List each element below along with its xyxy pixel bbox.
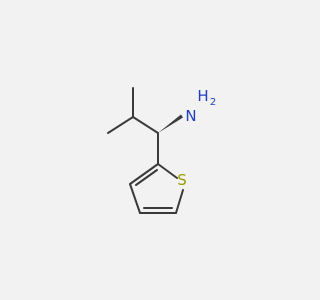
molecule-structure: N H 2 S [107, 87, 216, 214]
bond-thiophene-c3-c2-inner [135, 169, 158, 186]
atom-nitrogen-label: N [185, 107, 196, 125]
bond-thiophene-s-c5 [175, 189, 184, 214]
atom-amine-hydrogen-count: 2 [210, 97, 216, 108]
bond-wedge-to-amine [158, 114, 183, 133]
bond-thiophene-c4-c3 [129, 183, 141, 214]
bond-thiophene-c2-s [157, 163, 178, 179]
atom-amine-hydrogen-label: H [197, 87, 208, 105]
bond-methyl-left [107, 116, 134, 134]
bonds [107, 87, 184, 214]
molecule-canvas: N H 2 S [107, 87, 217, 214]
atom-sulfur-label: S [177, 171, 187, 189]
bond-thiophene-c3-c2 [129, 163, 159, 185]
bond-isopropyl-to-chiral [132, 116, 159, 134]
